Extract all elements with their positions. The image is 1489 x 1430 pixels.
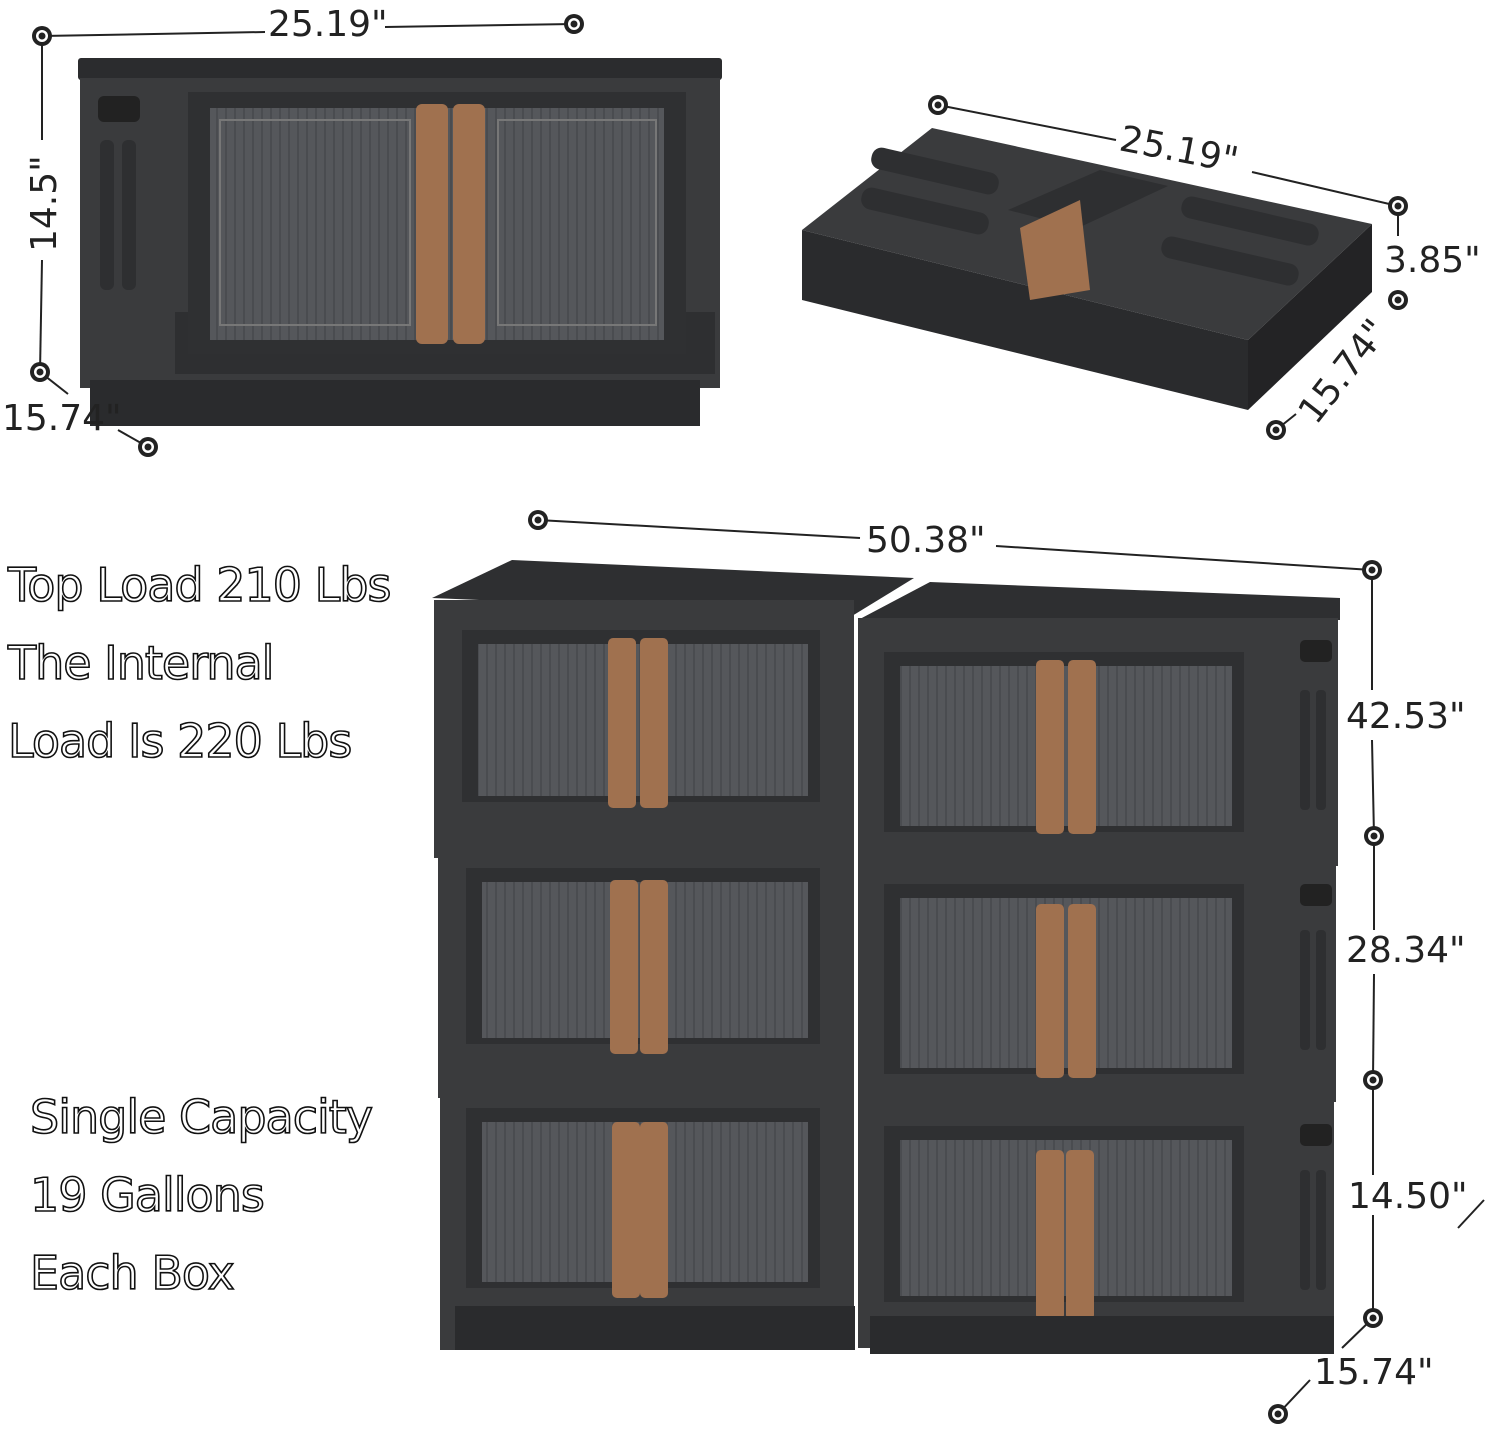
box-capacity-text: Single Capacity 19 Gallons Each Box (29, 1078, 374, 1312)
box-left-top (434, 600, 854, 858)
box-left-middle (438, 848, 854, 1098)
single-depth-label: 15.74" (2, 398, 122, 439)
box-right-bottom (858, 1102, 1334, 1354)
load-line-2: The Internal (7, 635, 275, 691)
folded-height-label: 3.85" (1384, 240, 1481, 281)
box-right-top (858, 618, 1338, 866)
single-width-label: 25.19" (268, 4, 388, 45)
stack-dimension-lines (528, 510, 1485, 1424)
load-capacity-text: Top Load 210 Lbs The Internal Load Is 22… (7, 546, 392, 780)
stack-height-3-label: 42.53" (1346, 696, 1466, 737)
single-height-label: 14.5" (24, 155, 65, 252)
single-box (78, 58, 722, 426)
capacity-line-1: Single Capacity (29, 1089, 374, 1145)
load-line-1: Top Load 210 Lbs (7, 557, 392, 613)
folded-box (802, 128, 1372, 410)
single-dimension-lines (30, 14, 584, 457)
stack-depth-label: 15.74" (1314, 1352, 1434, 1393)
capacity-line-3: Each Box (29, 1245, 235, 1301)
capacity-line-2: 19 Gallons (29, 1167, 265, 1223)
box-left-bottom (440, 1086, 855, 1350)
box-right-middle (858, 858, 1336, 1102)
stack-width-label: 50.38" (866, 520, 986, 561)
stacked-boxes (432, 560, 1340, 1354)
stack-height-1-label: 14.50" (1348, 1176, 1468, 1217)
load-line-3: Load Is 220 Lbs (7, 713, 353, 769)
folded-dimension-lines (928, 95, 1408, 440)
stack-height-2-label: 28.34" (1346, 930, 1466, 971)
folded-width-label: 25.19" (1116, 119, 1241, 182)
